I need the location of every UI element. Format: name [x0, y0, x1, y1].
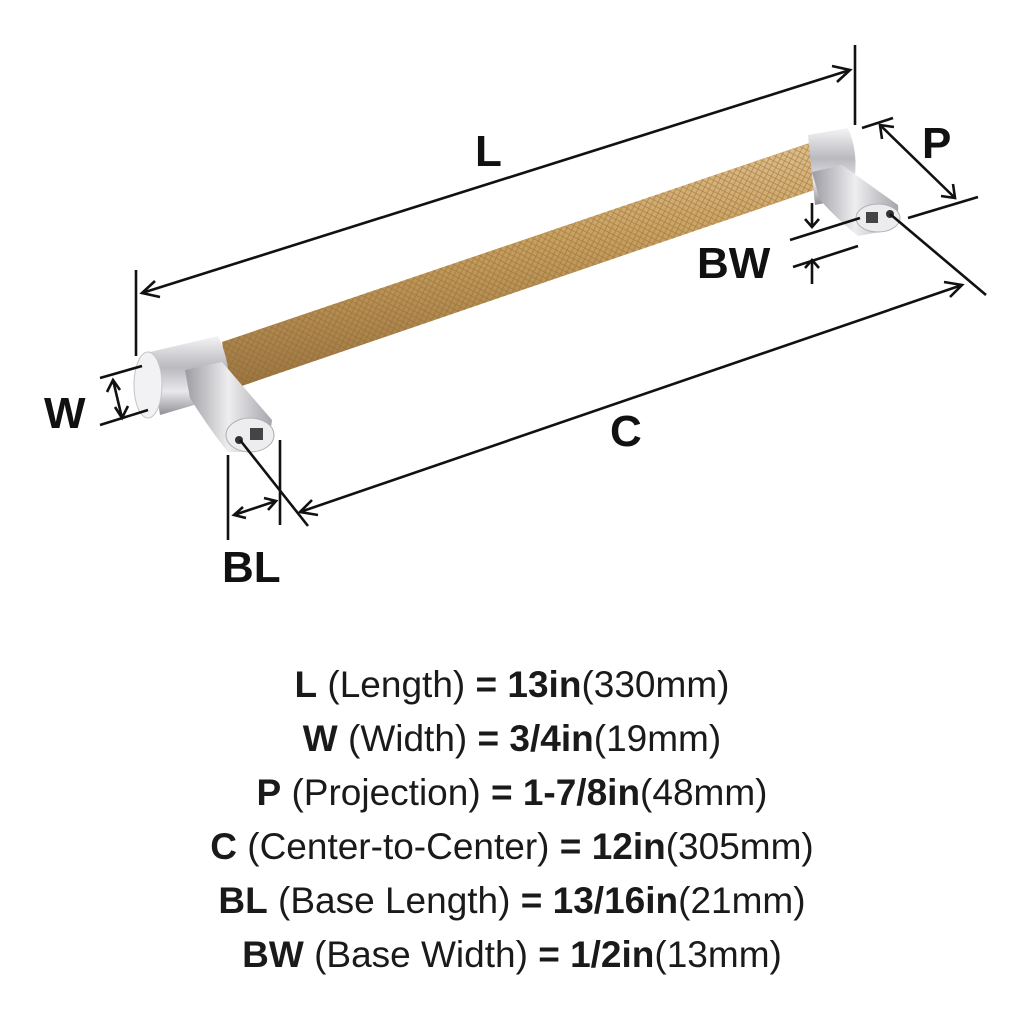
label-C: C [610, 407, 642, 456]
dimension-L: L [134, 45, 857, 356]
right-post [808, 128, 901, 236]
spec-length: L (Length) = 13in(330mm) [0, 658, 1024, 712]
spec-mm: (330mm) [581, 664, 730, 705]
spec-eq: = [490, 772, 513, 813]
spec-letter: P [256, 772, 282, 813]
dimension-C: C [297, 213, 987, 517]
spec-inches: 13/16in [552, 880, 679, 921]
spec-eq: = [538, 934, 560, 975]
spec-desc: (Base Width) [314, 934, 528, 975]
spec-desc: (Base Length) [278, 880, 511, 921]
spec-letter: L [294, 664, 318, 705]
spec-desc: (Length) [327, 664, 466, 705]
spec-inches: 3/4in [509, 718, 594, 759]
spec-letter: BL [218, 880, 268, 921]
spec-mm: (19mm) [593, 718, 722, 759]
dimension-W: W [44, 364, 149, 438]
spec-width: W (Width) = 3/4in(19mm) [0, 712, 1024, 766]
label-BW: BW [697, 239, 771, 288]
dimension-BL: BL [222, 439, 310, 592]
spec-inches: 13in [507, 664, 582, 705]
spec-eq: = [520, 880, 543, 921]
spec-base-length: BL (Base Length) = 13/16in(21mm) [0, 874, 1024, 928]
dimension-BW: BW [697, 203, 861, 288]
spec-eq: = [475, 664, 498, 705]
left-post [133, 336, 275, 453]
spec-desc: (Center-to-Center) [247, 826, 550, 867]
label-W: W [44, 389, 86, 438]
label-L: L [475, 127, 502, 176]
spec-desc: (Projection) [291, 772, 481, 813]
spec-projection: P (Projection) = 1-7/8in(48mm) [0, 766, 1024, 820]
spec-inches: 12in [591, 826, 666, 867]
spec-inches: 1-7/8in [522, 772, 641, 813]
spec-center-to-center: C (Center-to-Center) = 12in(305mm) [0, 820, 1024, 874]
spec-inches: 1/2in [570, 934, 655, 975]
spec-letter: C [210, 826, 237, 867]
label-BL: BL [222, 543, 281, 592]
spec-letter: BW [242, 934, 304, 975]
spec-list: L (Length) = 13in(330mm) W (Width) = 3/4… [0, 658, 1024, 982]
spec-eq: = [477, 718, 500, 759]
dimension-P: P [861, 116, 979, 220]
spec-letter: W [302, 718, 338, 759]
spec-mm: (21mm) [678, 880, 806, 921]
spec-mm: (305mm) [665, 826, 814, 867]
label-P: P [922, 119, 951, 168]
spec-mm: (13mm) [654, 934, 782, 975]
handle-diagram: L W BL C P [44, 45, 987, 592]
spec-eq: = [559, 826, 582, 867]
spec-mm: (48mm) [640, 772, 768, 813]
knurled-bar [222, 140, 826, 390]
spec-desc: (Width) [348, 718, 468, 759]
spec-base-width: BW (Base Width) = 1/2in(13mm) [0, 928, 1024, 982]
